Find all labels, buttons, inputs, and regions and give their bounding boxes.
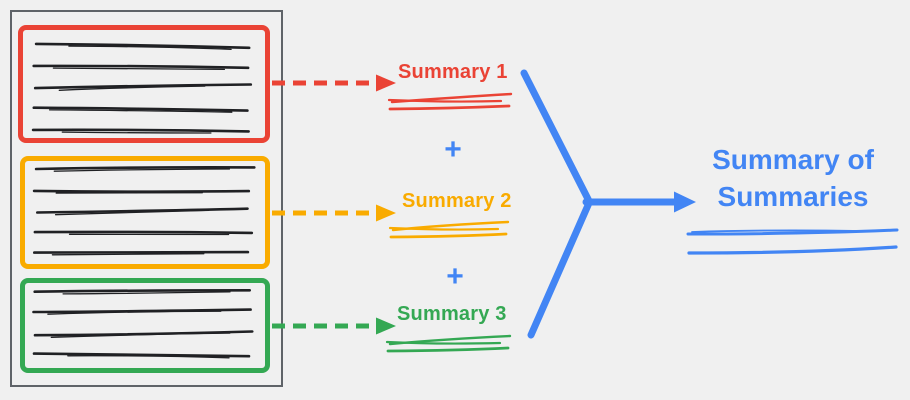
source-document bbox=[10, 10, 283, 387]
final-summary-label: Summary of Summaries bbox=[712, 144, 874, 213]
document-chunk-2 bbox=[20, 156, 270, 269]
plus-operator-1: + bbox=[444, 133, 462, 166]
summary-3-label: Summary 3 bbox=[397, 303, 507, 325]
summary-2-label: Summary 2 bbox=[402, 190, 512, 212]
dashed-arrow-orange bbox=[272, 204, 396, 222]
final-summary-underline bbox=[686, 228, 899, 255]
merge-arrow-blue bbox=[520, 69, 696, 339]
document-chunk-1 bbox=[18, 25, 270, 143]
summary-underline-orange bbox=[388, 220, 510, 239]
document-chunk-3 bbox=[20, 278, 270, 373]
summary-underline-green bbox=[385, 334, 512, 353]
summary-1-label: Summary 1 bbox=[398, 61, 508, 83]
dashed-arrow-red bbox=[272, 74, 396, 92]
dashed-arrow-green bbox=[272, 317, 396, 335]
plus-operator-2: + bbox=[446, 260, 464, 293]
summary-underline-red bbox=[387, 92, 513, 111]
